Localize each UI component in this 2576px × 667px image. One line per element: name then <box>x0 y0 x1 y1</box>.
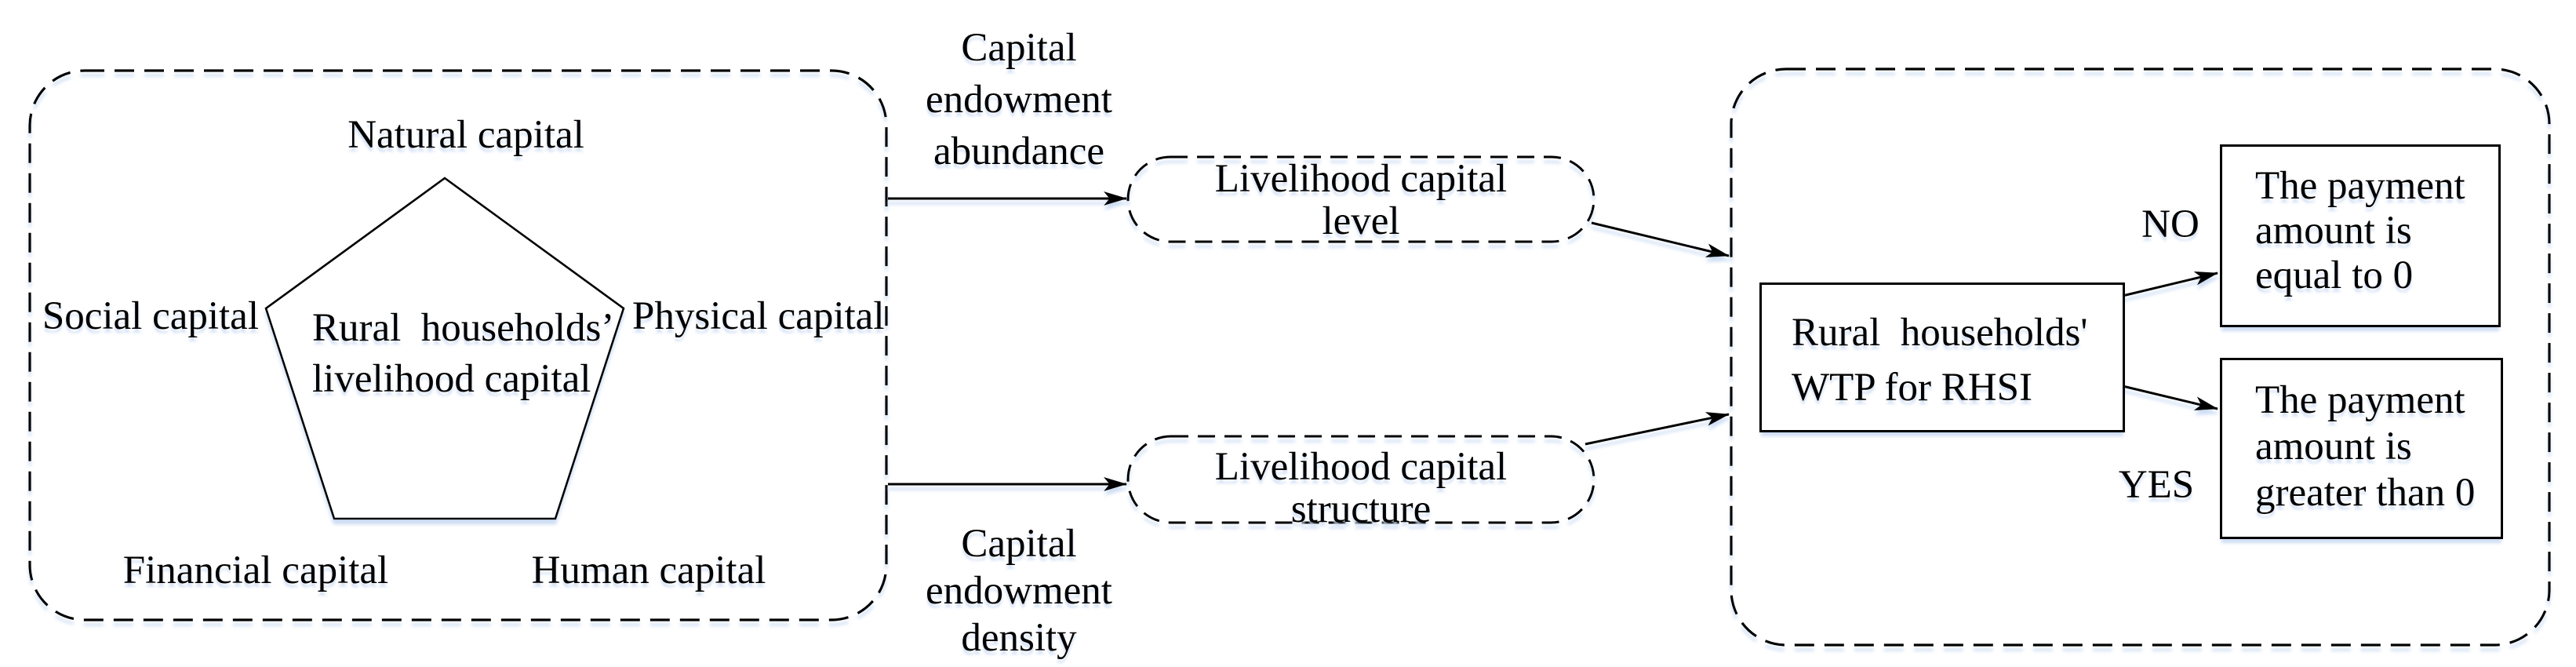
label-no: NO <box>2141 202 2199 246</box>
outcome-yes-label: The payment amount is greater than 0 <box>2255 378 2476 515</box>
label-physical-capital: Physical capital <box>632 294 885 338</box>
livelihood-pentagon <box>264 177 625 520</box>
label-social-capital: Social capital <box>42 294 259 338</box>
capital-structure-box-label: Livelihood capital structure <box>1214 445 1508 531</box>
label-capital-endowment-density: Capital endowment density <box>926 522 1112 660</box>
capital-level-box-label: Livelihood capital level <box>1214 157 1508 243</box>
left-panel-border <box>28 69 888 621</box>
label-natural-capital: Natural capital <box>347 113 584 157</box>
capital-structure-box-border <box>1126 435 1595 524</box>
capital-level-box-border <box>1126 155 1595 243</box>
label-financial-capital: Financial capital <box>122 549 389 592</box>
arrow-structure-to-wtp <box>1585 412 1730 446</box>
outcome-yes-box: The payment amount is greater than 0 <box>2220 358 2503 539</box>
outcome-no-label: The payment amount is equal to 0 <box>2255 164 2465 297</box>
wtp-box: Rural households' WTP for RHSI <box>1759 282 2125 432</box>
label-capital-endowment-abundance: Capital endowment abundance <box>926 26 1112 173</box>
right-panel-border <box>1730 67 2551 647</box>
label-yes: YES <box>2118 463 2195 507</box>
pentagon-center-label: Rural households’ livelihood capital <box>312 306 615 401</box>
label-human-capital: Human capital <box>531 549 766 592</box>
wtp-box-label: Rural households' WTP for RHSI <box>1792 311 2088 410</box>
arrow-level-to-wtp <box>1591 221 1730 257</box>
arrow-no-branch <box>2122 272 2218 297</box>
arrow-yes-branch <box>2122 385 2218 410</box>
outcome-no-box: The payment amount is equal to 0 <box>2220 144 2501 327</box>
